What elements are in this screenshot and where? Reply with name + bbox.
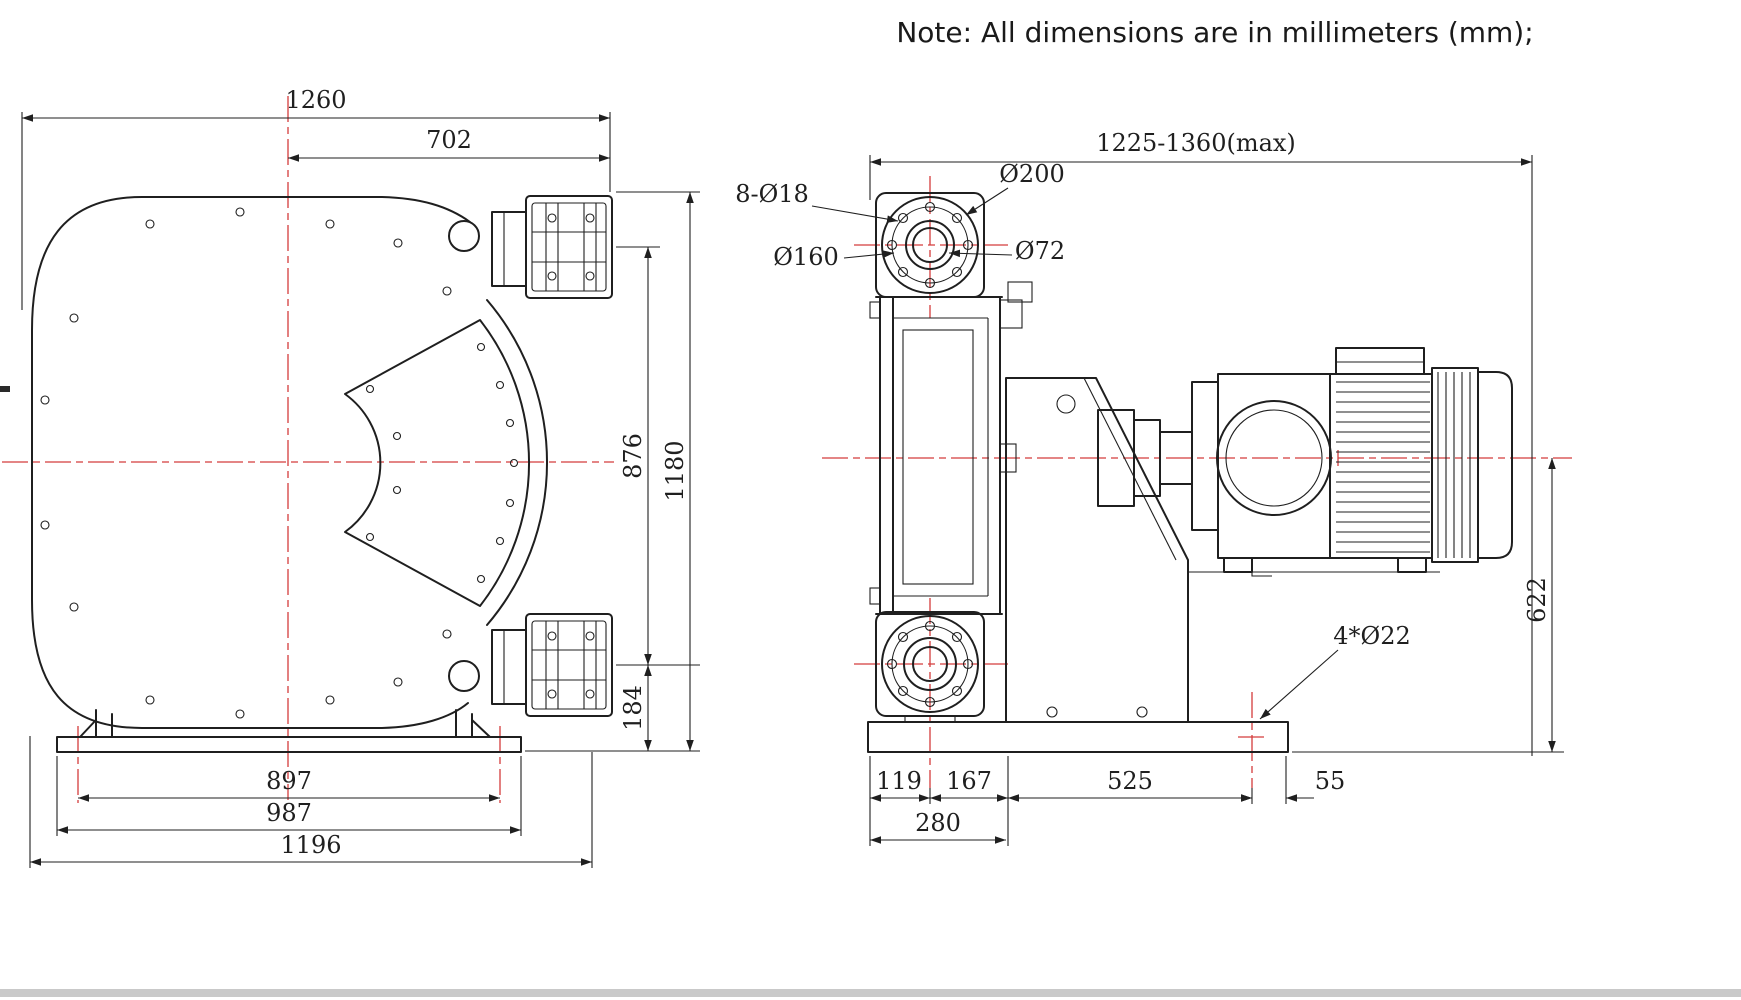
fan-cowl-slots	[1437, 372, 1471, 558]
wedge-bolt-holes	[365, 342, 519, 584]
dim-side-base-offset-2: 167	[946, 767, 992, 795]
label-anchor-holes: 4*Ø22	[1333, 622, 1410, 650]
pump-casing-side	[869, 192, 1033, 722]
dim-front-base-overall: 1196	[280, 831, 341, 859]
base-plate	[867, 721, 1289, 753]
dim-front-foot-holes: 897	[266, 767, 312, 795]
dim-side-overall-length: 1225-1360(max)	[1096, 129, 1296, 157]
side-dimensions: 1225-1360(max) 622 119 167 525 55 280	[869, 129, 1564, 846]
scan-artifact-strip	[0, 386, 1741, 997]
label-flange-bolt-holes: 8-Ø18	[735, 180, 809, 208]
front-base	[56, 709, 522, 753]
dim-side-foot-depth: 280	[915, 809, 961, 837]
housing-bolt-holes	[40, 207, 452, 719]
label-hose-bore: Ø72	[1015, 237, 1065, 265]
dim-side-anchor-span: 525	[1107, 767, 1153, 795]
dim-front-overall-height: 1180	[661, 440, 689, 501]
front-centerlines	[2, 96, 614, 803]
units-note: Note: All dimensions are in millimeters …	[896, 16, 1533, 49]
front-view: 1260 702 876 1180 184 897 987 1196	[2, 86, 700, 868]
upper-port-flange	[491, 195, 613, 299]
dim-side-anchor-to-edge: 55	[1315, 767, 1346, 795]
side-centerlines	[822, 176, 1572, 788]
pump-housing	[31, 196, 548, 729]
motor-fins	[1336, 381, 1430, 553]
motor	[1188, 347, 1513, 577]
inspection-wedge	[344, 319, 530, 607]
dim-front-base-plate: 987	[266, 799, 312, 827]
dim-front-port-to-base: 184	[619, 685, 647, 731]
label-flange-bolt-circle: Ø160	[773, 243, 838, 271]
label-flange-outer-dia: Ø200	[999, 160, 1064, 188]
dim-side-shaft-height: 622	[1523, 577, 1551, 623]
coupling-housing	[1097, 381, 1219, 531]
dim-side-base-offset-1: 119	[876, 767, 922, 795]
pedestal	[1005, 377, 1189, 723]
dim-front-overall-width: 1260	[285, 86, 346, 114]
side-view: 8-Ø18 Ø200 Ø160 Ø72 4*Ø22	[735, 129, 1572, 846]
dim-front-port-centers: 876	[619, 433, 647, 479]
dim-front-center-to-port: 702	[426, 126, 472, 154]
lower-port-flange	[491, 613, 613, 717]
flange-callouts: 8-Ø18 Ø200 Ø160 Ø72 4*Ø22	[735, 160, 1411, 720]
front-dimensions: 1260 702 876 1180 184 897 987 1196	[21, 86, 700, 868]
